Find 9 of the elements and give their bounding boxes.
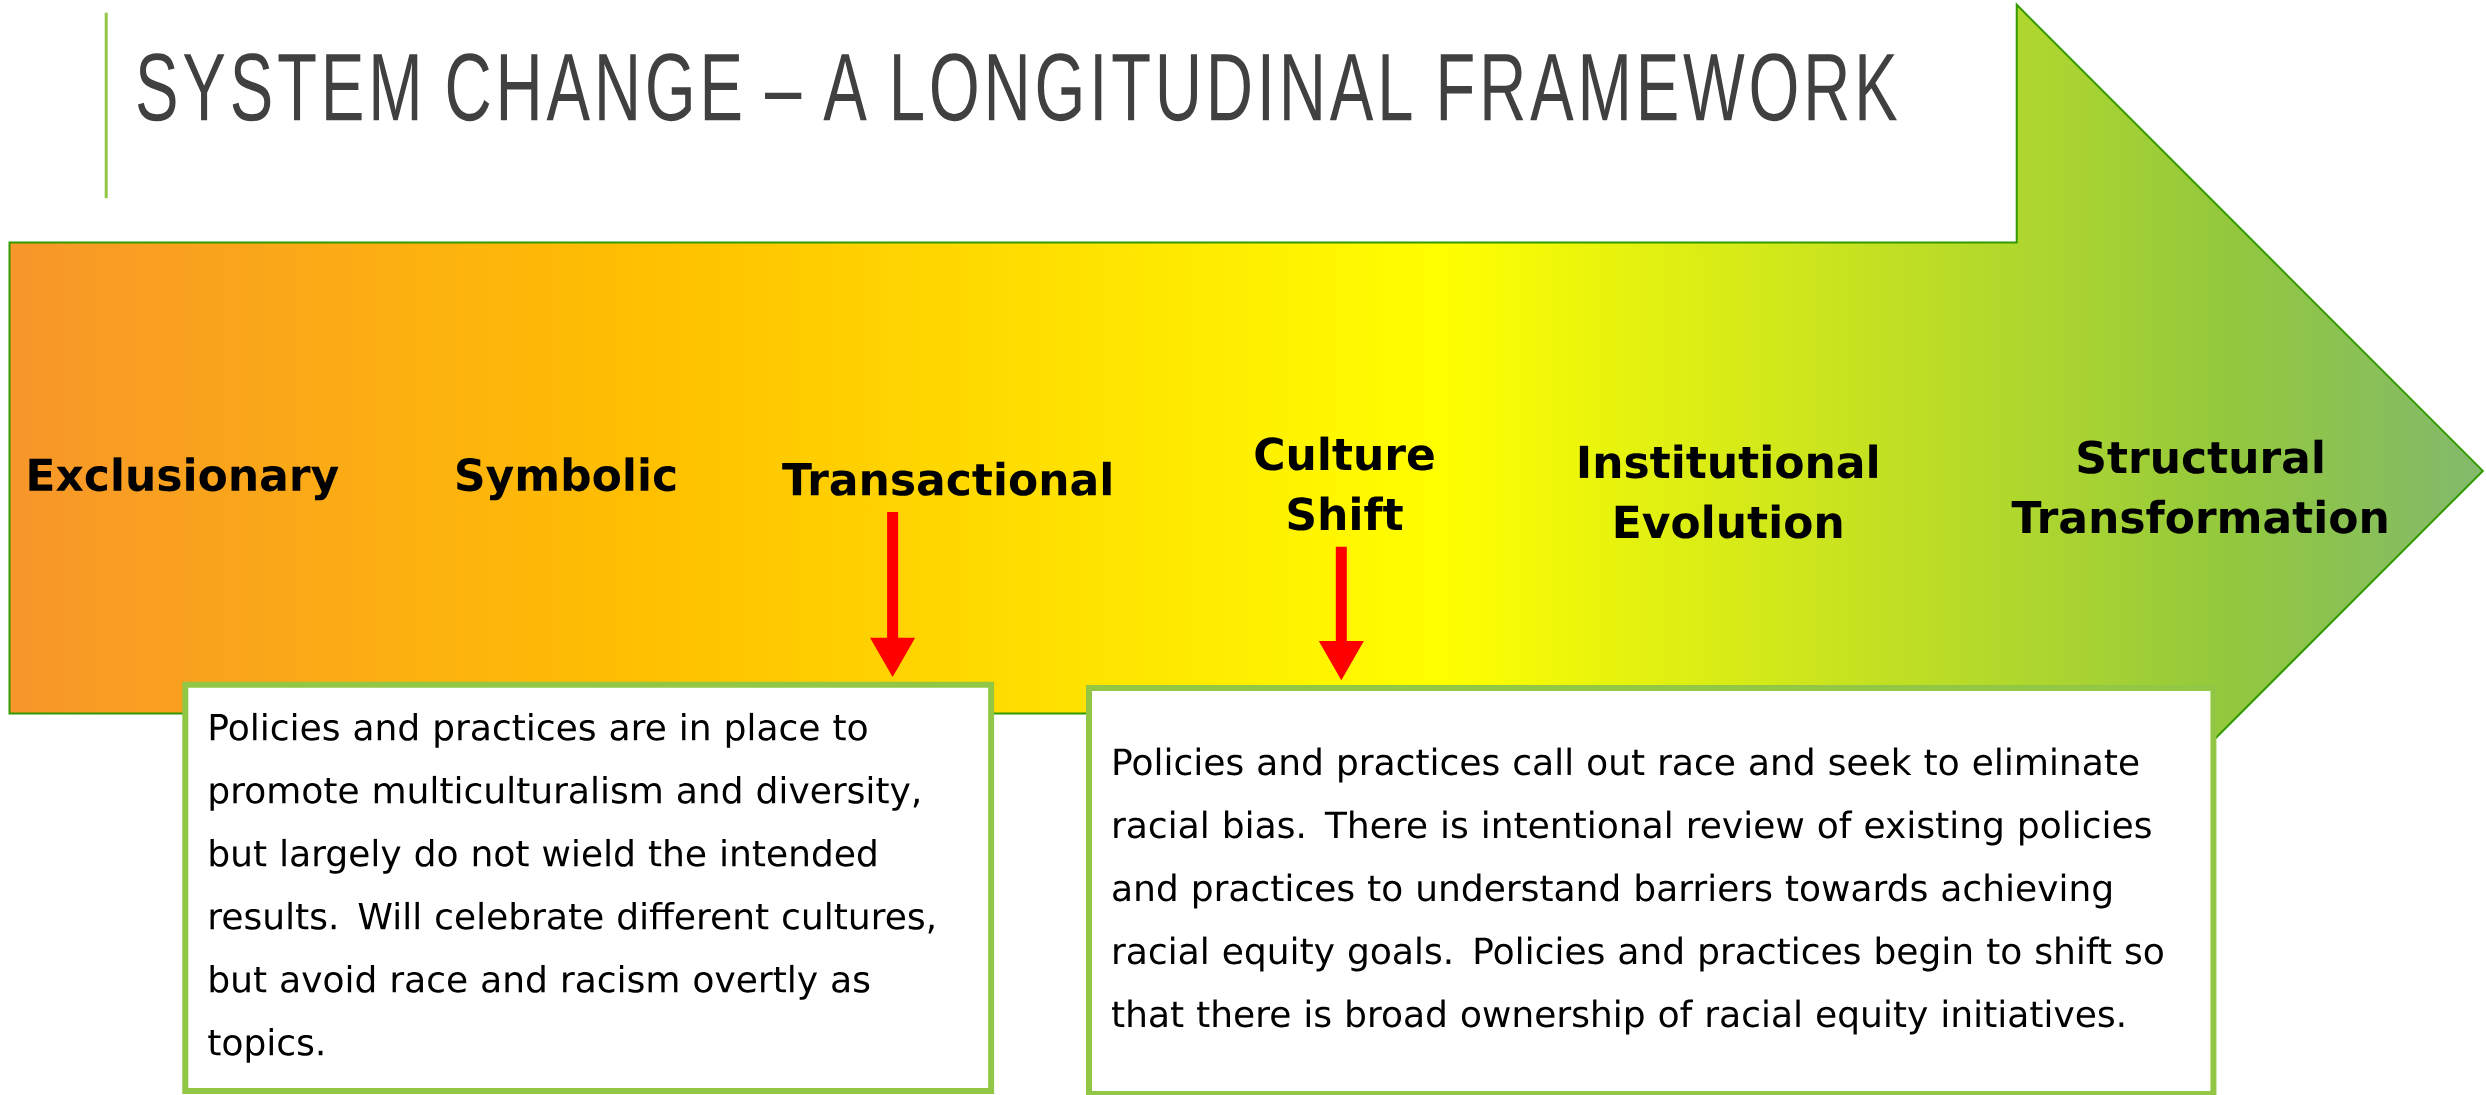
stage-label: Institutional Evolution <box>1579 444 1877 539</box>
stage-label: Exclusionary <box>29 457 339 501</box>
stage-label: Transactional <box>782 461 1111 496</box>
stage-label: Culture Shift <box>1255 436 1434 531</box>
stage-label: Symbolic <box>457 457 676 501</box>
description-box: Policies and practices call out race and seek to eliminate racial bias. There is intentional review of existing policies and practices to understand barriers towards achieving racial equity goals. Policies and practices begin to shift so that there is broad ownership of racial equity initiatives. <box>1086 684 2217 1095</box>
title: SYSTEM CHANGE – A LONGITUDINAL FRAMEWORK <box>137 53 1897 122</box>
description-box: Policies and practices are in place to promote multiculturalism and diversity, but largely do not wield the intended results. Will celebrate different cultures, but avoid race and racism overtly as topics. <box>182 681 995 1094</box>
stage-label: Structural Transformation <box>2011 439 2387 534</box>
